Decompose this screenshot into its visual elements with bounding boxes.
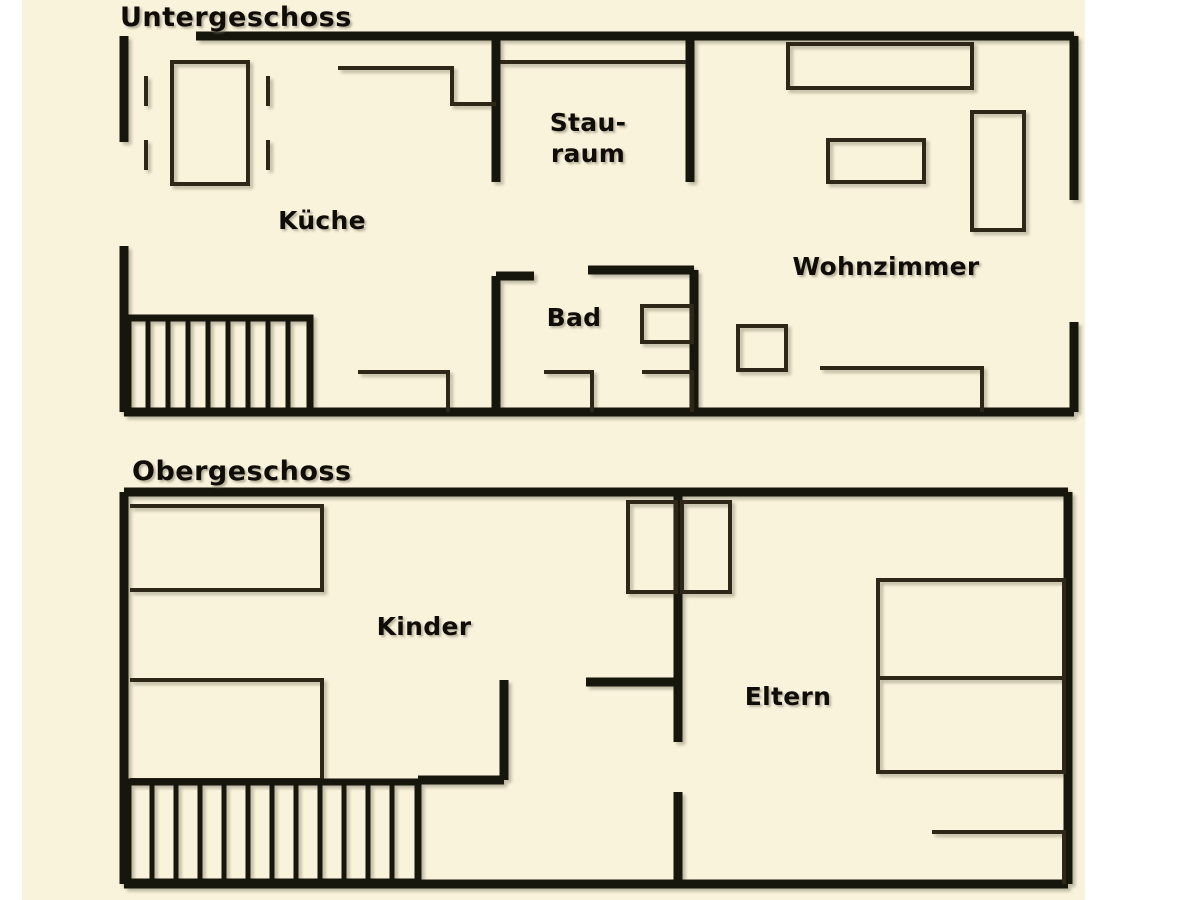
upper-closet-left <box>626 500 678 594</box>
untergeschoss-fixtures <box>144 42 1026 412</box>
room-label-eltern: Eltern <box>744 682 832 711</box>
living-room-cabinet <box>970 110 1026 232</box>
upper-closet-right <box>680 500 732 594</box>
obergeschoss-drawing <box>119 487 1073 889</box>
floor-title-untergeschoss: Untergeschoss <box>120 2 352 33</box>
room-label-kueche: Küche <box>278 206 366 235</box>
plan-paper-background <box>22 0 1085 900</box>
obergeschoss-fixtures <box>130 500 1066 884</box>
obergeschoss-walls <box>119 487 1073 889</box>
room-label-stauraum: Stau- raum <box>549 108 627 168</box>
room-label-kinder: Kinder <box>376 612 472 641</box>
untergeschoss-drawing <box>119 31 1079 417</box>
side-table <box>736 324 788 372</box>
obergeschoss-staircase <box>124 778 422 886</box>
untergeschoss-staircase <box>124 314 314 416</box>
coffee-table <box>826 138 926 184</box>
floor-title-obergeschoss: Obergeschoss <box>132 456 352 487</box>
bath-fixture-upper <box>640 304 694 344</box>
kitchen-table <box>170 60 250 186</box>
room-label-bad: Bad <box>546 303 602 332</box>
room-label-wohnzimmer: Wohnzimmer <box>792 252 980 281</box>
